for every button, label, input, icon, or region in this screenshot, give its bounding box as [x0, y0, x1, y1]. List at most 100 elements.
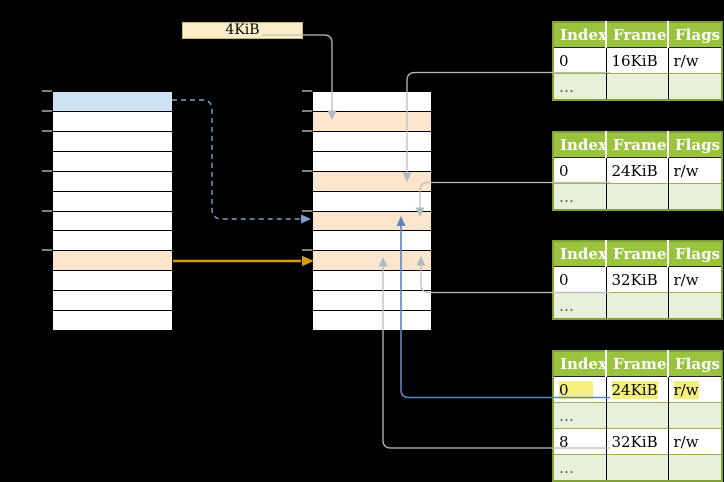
- memory-cell: [313, 132, 431, 152]
- cell-index: …: [553, 454, 606, 481]
- cell-frame: [605, 292, 668, 319]
- tick-mark: [302, 169, 312, 172]
- cell-frame: [605, 183, 668, 210]
- memory-cell: [53, 212, 172, 232]
- col-header-frame: Frame: [605, 241, 668, 267]
- memory-cell: [313, 211, 431, 232]
- tick-mark: [302, 249, 312, 252]
- tick-mark: [302, 90, 312, 92]
- page-table-4: Index Frame Flags 0 24KiB r/w … 8 32KiB …: [552, 350, 723, 482]
- tick-mark: [42, 249, 52, 252]
- virtual-memory-column: [52, 91, 173, 331]
- table-row-ellipsis: …: [553, 402, 722, 429]
- cell-flags: r/w: [667, 266, 722, 293]
- memory-cell: [313, 251, 431, 272]
- cell-index: 8: [553, 428, 606, 455]
- page-table-1: Index Frame Flags 0 16KiB r/w …: [552, 21, 723, 101]
- memory-cell: [313, 92, 431, 112]
- table-row: 0 16KiB r/w: [553, 47, 722, 74]
- col-header-flags: Flags: [667, 241, 722, 267]
- table-row: 8 32KiB r/w: [553, 428, 722, 455]
- memory-cell: [53, 152, 172, 172]
- memory-cell: [313, 111, 431, 132]
- memory-cell: [313, 192, 431, 212]
- cell-flags: r/w: [667, 428, 722, 455]
- cell-flags: [667, 183, 722, 210]
- highlighted-value: 0: [559, 380, 593, 399]
- memory-cell: [53, 92, 172, 112]
- cell-flags: [667, 402, 722, 429]
- tick-mark: [302, 129, 312, 132]
- tick-mark: [302, 109, 312, 112]
- cell-frame: [605, 454, 668, 481]
- cell-index: 0: [559, 270, 569, 289]
- table-row: 0 24KiB r/w: [553, 157, 722, 184]
- cell-flags: r/w: [667, 376, 722, 403]
- highlighted-value: 24KiB: [611, 380, 658, 399]
- memory-cell: [53, 192, 172, 212]
- highlighted-value: r/w: [673, 380, 699, 399]
- cell-index: 0: [559, 51, 569, 70]
- cell-frame: 32KiB: [605, 266, 668, 293]
- col-header-index: Index: [553, 241, 607, 267]
- tick-mark: [42, 209, 52, 212]
- cell-flags: [667, 454, 722, 481]
- cell-flags: r/w: [667, 157, 722, 184]
- col-header-frame: Frame: [605, 351, 668, 377]
- cell-flags: [667, 73, 722, 100]
- memory-cell: [53, 172, 172, 192]
- tick-mark: [302, 209, 312, 212]
- cell-flags: r/w: [667, 47, 722, 74]
- table-row-ellipsis: …: [553, 73, 722, 100]
- frame-size-label: 4KiB: [182, 22, 303, 39]
- table-row-ellipsis: …: [553, 183, 722, 210]
- table-header-row: Index Frame Flags: [553, 22, 722, 48]
- memory-cell: [313, 171, 431, 192]
- arrow-virtual-blue-page-to-frame-24kib: [172, 99, 311, 224]
- table-row-highlighted: 0 24KiB r/w: [553, 376, 722, 403]
- cell-index: …: [553, 402, 606, 429]
- col-header-frame: Frame: [605, 22, 668, 48]
- col-header-index: Index: [553, 132, 607, 158]
- cell-index: …: [553, 292, 606, 319]
- memory-cell: [313, 231, 431, 252]
- memory-cell: [313, 311, 431, 330]
- col-header-flags: Flags: [667, 132, 722, 158]
- memory-cell: [53, 132, 172, 152]
- cell-index: …: [553, 183, 606, 210]
- cell-flags: [667, 292, 722, 319]
- memory-cell: [53, 311, 172, 330]
- page-table-3: Index Frame Flags 0 32KiB r/w …: [552, 240, 723, 320]
- table-row-ellipsis: …: [553, 454, 722, 481]
- tick-mark: [42, 109, 52, 112]
- tick-mark: [42, 90, 52, 92]
- table-row-ellipsis: …: [553, 292, 722, 319]
- physical-memory-column: [312, 91, 432, 331]
- cell-index: 0: [553, 377, 606, 403]
- memory-cell: [53, 271, 172, 292]
- col-header-index: Index: [553, 351, 607, 377]
- memory-cell: [53, 112, 172, 132]
- memory-cell: [313, 152, 431, 172]
- cell-frame: [605, 73, 668, 100]
- table-row: 0 32KiB r/w: [553, 266, 722, 293]
- cell-frame: 16KiB: [605, 47, 668, 74]
- cell-index: …: [553, 73, 606, 100]
- memory-cell: [53, 231, 172, 252]
- memory-cell: [53, 251, 172, 272]
- memory-cell: [313, 271, 431, 292]
- memory-cell: [313, 291, 431, 312]
- table-header-row: Index Frame Flags: [553, 241, 722, 267]
- cell-frame: [605, 402, 668, 429]
- table-header-row: Index Frame Flags: [553, 132, 722, 158]
- table-header-row: Index Frame Flags: [553, 351, 722, 377]
- page-table-2: Index Frame Flags 0 24KiB r/w …: [552, 131, 723, 211]
- tick-mark: [42, 169, 52, 172]
- tick-mark: [42, 129, 52, 132]
- col-header-frame: Frame: [605, 132, 668, 158]
- col-header-flags: Flags: [667, 22, 722, 48]
- col-header-flags: Flags: [667, 351, 722, 377]
- memory-cell: [53, 291, 172, 312]
- arrow-virtual-orange-page-to-frame-32kib: [173, 255, 314, 267]
